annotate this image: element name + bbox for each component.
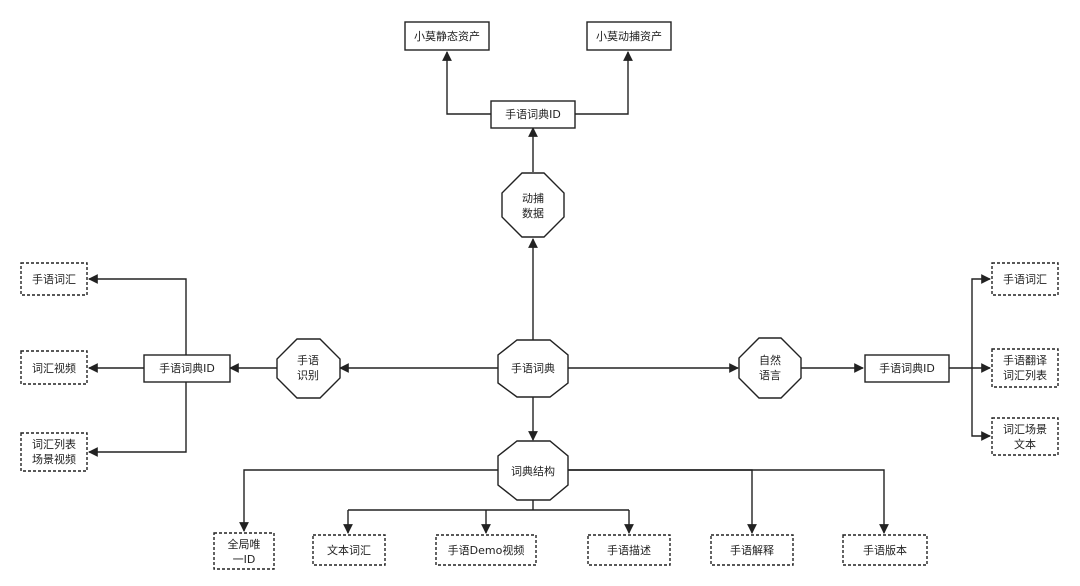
dict-structure-label: 词典结构 [511, 464, 555, 478]
edge-left-id-to-scene-video [88, 381, 187, 457]
left-dictionary-id-label: 手语词典ID [159, 361, 215, 375]
global-id-node: 全局唯 一ID [213, 532, 275, 570]
edges [88, 51, 991, 534]
right-translation-node: 手语翻译 词汇列表 [991, 348, 1059, 388]
right-translation-label-line1: 手语翻译 [1003, 353, 1047, 367]
right-translation-label-line2: 词汇列表 [1003, 368, 1047, 382]
description-label: 手语描述 [607, 543, 651, 557]
right-vocab-label: 手语词汇 [1003, 272, 1047, 286]
top-dictionary-id-label: 手语词典ID [505, 107, 561, 121]
sign-recognition-label-line2: 识别 [297, 369, 319, 382]
natural-language-node: 自然 语言 [738, 337, 802, 399]
right-dictionary-id-node: 手语词典ID [864, 354, 950, 383]
text-vocab-label: 文本词汇 [327, 543, 371, 557]
motion-asset-node: 小莫动捕资产 [586, 21, 672, 51]
right-dictionary-id-label: 手语词典ID [879, 361, 935, 375]
natural-language-label-line2: 语言 [759, 369, 781, 382]
motion-data-label-line2: 数据 [522, 206, 544, 220]
left-video-label: 词汇视频 [32, 361, 76, 375]
edge-right-id-to-scene-text [971, 368, 991, 441]
right-vocab-node: 手语词汇 [991, 262, 1059, 296]
top-dictionary-id-node: 手语词典ID [490, 100, 576, 129]
left-scene-video-label-line2: 场景视频 [32, 452, 76, 466]
edge-structure-to-version [568, 469, 889, 534]
sign-recognition-node: 手语 识别 [276, 338, 341, 399]
dict-structure-node: 词典结构 [497, 440, 569, 501]
core-dictionary-node: 手语词典 [497, 339, 569, 398]
edge-top-id-to-motion-asset [575, 51, 633, 115]
natural-language-label-line1: 自然 [759, 353, 781, 367]
static-asset-label: 小莫静态资产 [414, 29, 480, 43]
core-dictionary-label: 手语词典 [511, 361, 555, 375]
left-scene-video-node: 词汇列表 场景视频 [20, 432, 88, 472]
left-dictionary-id-node: 手语词典ID [143, 354, 231, 383]
motion-data-label-line1: 动捕 [522, 191, 544, 205]
version-label: 手语版本 [863, 543, 907, 557]
left-vocab-label: 手语词汇 [32, 272, 76, 286]
text-vocab-node: 文本词汇 [312, 534, 386, 566]
right-scene-text-node: 词汇场景 文本 [991, 417, 1059, 456]
demo-video-node: 手语Demo视频 [435, 534, 537, 566]
global-id-label-line1: 全局唯 [228, 537, 261, 551]
edge-left-id-to-vocab [88, 274, 187, 355]
version-node: 手语版本 [842, 534, 928, 566]
demo-video-label: 手语Demo视频 [448, 543, 525, 557]
right-scene-text-label-line2: 文本 [1014, 437, 1036, 451]
description-node: 手语描述 [587, 534, 671, 566]
motion-data-node: 动捕 数据 [501, 172, 565, 238]
explanation-node: 手语解释 [710, 534, 794, 566]
edge-structure-to-global-id [239, 469, 498, 532]
edge-structure-to-explanation [568, 469, 757, 534]
explanation-label: 手语解释 [730, 543, 774, 557]
right-scene-text-label-line1: 词汇场景 [1003, 422, 1047, 436]
edge-right-id-to-vocab [971, 274, 991, 368]
left-scene-video-label-line1: 词汇列表 [32, 437, 76, 451]
global-id-label-line2: 一ID [233, 553, 256, 566]
left-vocab-node: 手语词汇 [20, 262, 88, 296]
edge-top-id-to-static-asset [442, 51, 491, 115]
left-video-node: 词汇视频 [20, 350, 88, 385]
sign-recognition-label-line1: 手语 [297, 353, 319, 367]
static-asset-node: 小莫静态资产 [404, 21, 490, 51]
motion-asset-label: 小莫动捕资产 [596, 29, 662, 43]
